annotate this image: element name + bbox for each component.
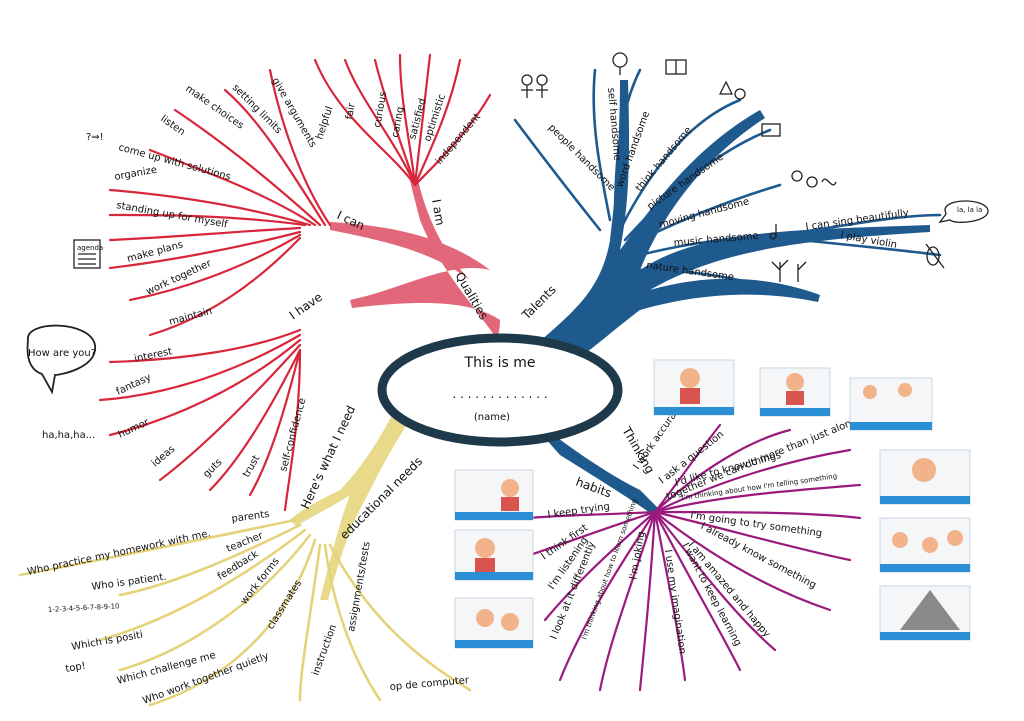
needs-trunk bbox=[290, 400, 410, 600]
talents-branches bbox=[513, 68, 942, 297]
needs-item: assignments/tests bbox=[346, 541, 373, 633]
i-am-item: fair bbox=[344, 101, 358, 120]
agenda-icon bbox=[73, 239, 101, 269]
hahaha-text: ha,ha,ha... bbox=[42, 430, 95, 441]
needs-detail: 1-2-3-4-5-6-7-8-9-10 bbox=[48, 602, 120, 614]
needs-item: op de computer bbox=[389, 675, 470, 693]
thinking-branches bbox=[528, 423, 862, 692]
i-am-item: curious bbox=[372, 91, 389, 129]
photo-thumbnail bbox=[879, 517, 971, 573]
music-note-icon bbox=[769, 170, 837, 240]
photo-thumbnail bbox=[454, 469, 534, 521]
i-can-item: maintain bbox=[168, 306, 213, 328]
branch-talents: Talents bbox=[519, 283, 559, 323]
i-have-item: humor bbox=[117, 417, 152, 441]
people-icon bbox=[521, 74, 548, 98]
photo-thumbnail bbox=[879, 585, 971, 641]
branch-i-have: I have bbox=[287, 290, 325, 323]
photo-thumbnail bbox=[653, 359, 735, 416]
i-am-item: independent bbox=[434, 111, 483, 167]
talents-trunk bbox=[520, 80, 930, 390]
violin-icon bbox=[925, 243, 945, 269]
needs-detail: Who is patient. bbox=[91, 572, 167, 593]
i-am-branches bbox=[313, 53, 492, 187]
lala-bubble-icon bbox=[938, 200, 989, 223]
needs-detail: Which is positi bbox=[71, 630, 144, 653]
i-have-item: ideas bbox=[150, 444, 177, 470]
lightbulb-icon bbox=[612, 52, 628, 75]
puzzle-icon bbox=[761, 123, 781, 137]
photo-thumbnail bbox=[849, 377, 933, 431]
branch-i-am: I am bbox=[429, 198, 447, 226]
needs-branches bbox=[18, 518, 472, 707]
i-have-item: interest bbox=[133, 346, 173, 365]
photo-thumbnail bbox=[454, 597, 534, 649]
question-note: ?⇒! bbox=[86, 132, 104, 143]
photo-thumbnail bbox=[454, 529, 534, 581]
photo-thumbnail bbox=[879, 449, 971, 505]
qualities-trunk bbox=[330, 180, 505, 395]
talents-item: people handsome bbox=[546, 122, 617, 193]
needs-item: instruction bbox=[310, 623, 339, 677]
i-have-branches bbox=[98, 328, 302, 512]
i-can-item: give arguments bbox=[269, 76, 318, 149]
agenda-label: agenda bbox=[77, 244, 103, 252]
speech-bubble-icon bbox=[26, 324, 96, 395]
needs-detail: top! bbox=[65, 661, 87, 675]
i-have-item: self-confidence bbox=[278, 397, 308, 473]
center-name-label: (name) bbox=[474, 412, 510, 423]
thinking-item: I keep trying bbox=[547, 501, 611, 521]
i-can-branches bbox=[108, 68, 332, 337]
talents-item: self handsome bbox=[605, 87, 622, 161]
i-can-item: organize bbox=[114, 165, 158, 183]
center-oval bbox=[377, 333, 623, 447]
shapes-icon bbox=[718, 80, 746, 100]
i-am-item: helpful bbox=[314, 105, 335, 141]
center-name-dots: . . . . . . . . . . . . . bbox=[452, 387, 547, 401]
i-can-item: work together bbox=[145, 258, 214, 298]
lala-text: la, la la bbox=[957, 206, 982, 214]
book-icon bbox=[665, 59, 687, 75]
plant-icon bbox=[771, 259, 807, 282]
needs-detail: Who practice my homework with me. bbox=[26, 528, 211, 578]
thinking-item: I'm joking bbox=[628, 531, 647, 581]
speech-text: How are you? bbox=[28, 348, 96, 359]
i-am-item: caring bbox=[390, 106, 406, 139]
needs-item: classmates bbox=[265, 578, 304, 631]
photo-thumbnail bbox=[759, 367, 831, 417]
center-title: This is me bbox=[464, 355, 536, 371]
i-can-item: listen bbox=[158, 113, 187, 138]
needs-item: parents bbox=[231, 509, 270, 525]
